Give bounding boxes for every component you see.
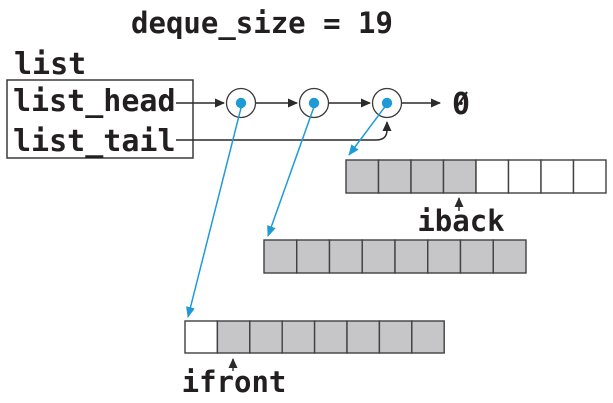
block-top-cell-5 [507, 159, 542, 194]
block-middle-cell-6 [459, 239, 494, 274]
node-2-dot [308, 97, 320, 109]
block-top-cell-0 [345, 159, 380, 194]
block-bottom-cell-6 [378, 320, 413, 354]
tail-pointer-arrow [176, 121, 392, 141]
block-top-cell-7 [572, 159, 607, 194]
block-top [345, 159, 607, 194]
ifront-label: ifront [182, 365, 287, 399]
block-top-cell-3 [442, 159, 477, 194]
node-3-dot [381, 97, 393, 109]
diagram-title: deque_size = 19 [131, 6, 393, 40]
pointer-field-list-tail: list_tail [13, 124, 176, 159]
pointer-box-caption: list [14, 47, 86, 82]
block-top-cell-6 [540, 159, 575, 194]
pointer-box [6, 79, 194, 159]
block-top-cell-1 [377, 159, 412, 194]
block-middle-cell-0 [263, 239, 298, 274]
block-bottom-cell-7 [411, 320, 445, 354]
node-3-block-arrow [348, 103, 388, 156]
zero-slash [455, 91, 468, 109]
block-middle [263, 239, 527, 274]
block-bottom-cell-4 [313, 320, 348, 354]
block-middle-cell-2 [328, 239, 363, 274]
block-middle-cell-1 [296, 239, 331, 274]
node-2-block-arrow [267, 103, 316, 237]
block-middle-cell-3 [361, 239, 396, 274]
block-top-cell-4 [475, 159, 510, 194]
node-1-block-arrow [186, 103, 243, 318]
iback-label: iback [417, 204, 504, 238]
block-bottom-cell-5 [346, 320, 381, 354]
block-bottom [184, 320, 445, 354]
block-bottom-cell-0 [184, 320, 219, 354]
block-middle-cell-5 [427, 239, 462, 274]
block-bottom-cell-3 [281, 320, 316, 354]
block-middle-cell-4 [394, 239, 429, 274]
pointer-field-list-head: list_head [13, 84, 176, 119]
block-bottom-cell-1 [216, 320, 251, 354]
node-1-dot [235, 97, 247, 109]
block-top-cell-2 [410, 159, 445, 194]
block-bottom-cell-2 [249, 320, 283, 354]
block-middle-cell-7 [492, 239, 527, 274]
